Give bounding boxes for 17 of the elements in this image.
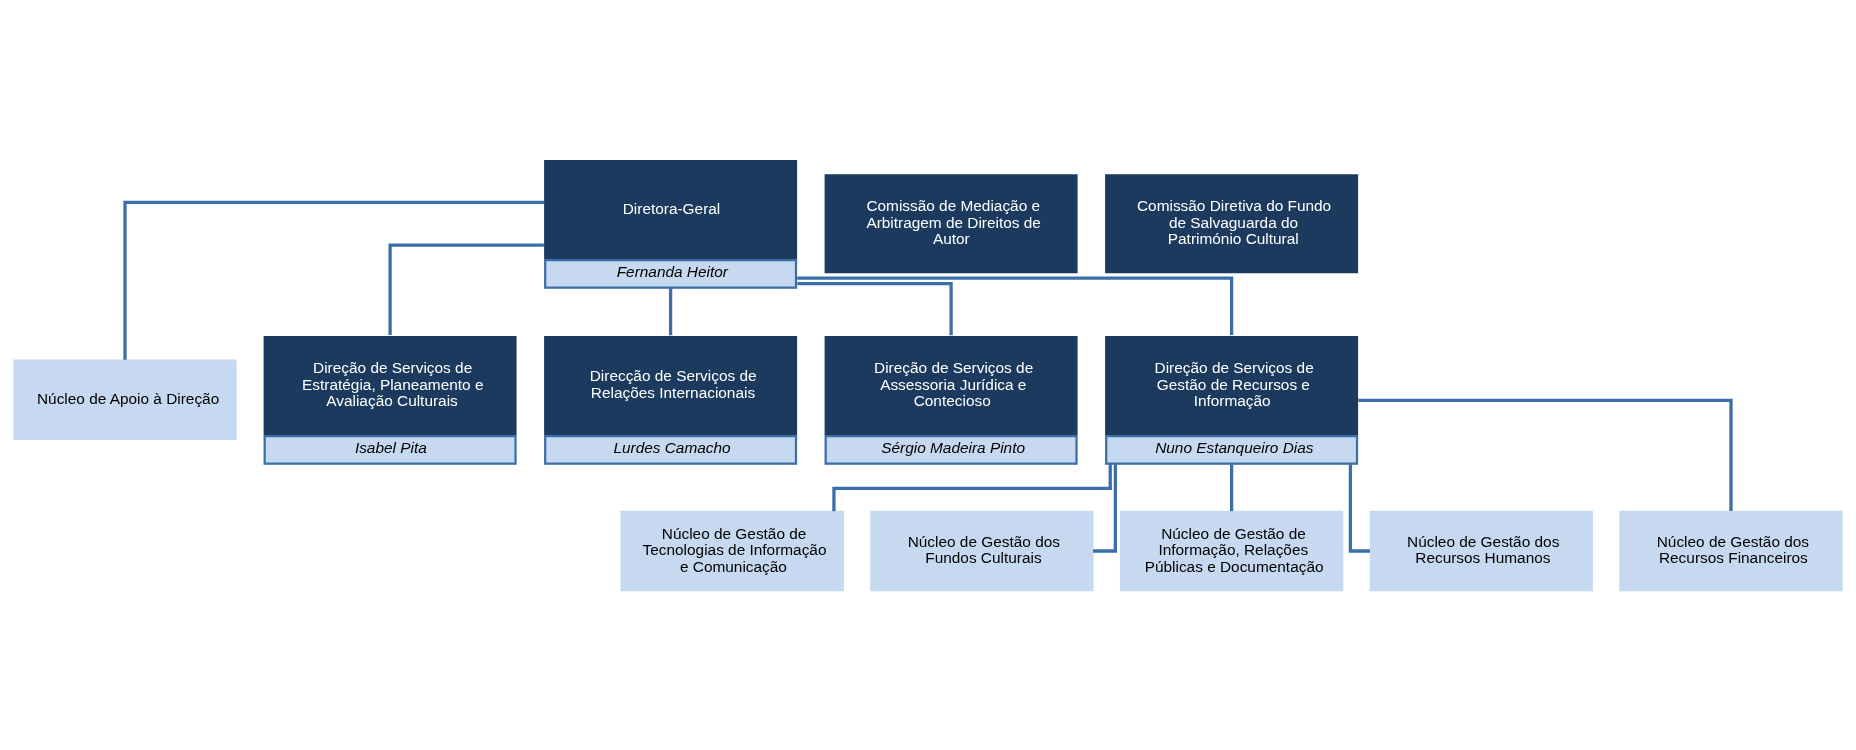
node-box: Núcleo de Apoio à Direção bbox=[13, 359, 237, 440]
node-box: Núcleo de Gestão de Tecnologias de Informação e Comunicação bbox=[620, 510, 844, 592]
connector bbox=[797, 276, 1234, 336]
node-box: Núcleo de Gestão dos Fundos Culturais bbox=[870, 510, 1094, 592]
connector bbox=[1229, 464, 1234, 512]
node-box: Comissão Diretiva do Fundo de Salvaguarda do Património Cultural bbox=[1105, 174, 1359, 274]
node-box: Núcleo de Gestão dos Recursos Financeiros bbox=[1619, 510, 1843, 592]
node-box: Comissão de Mediação e Arbitragem de Direitos de Autor bbox=[824, 174, 1078, 274]
connector bbox=[1348, 464, 1370, 553]
node-box: Núcleo de Gestão dos Recursos Humanos bbox=[1369, 510, 1593, 592]
connector bbox=[388, 243, 544, 336]
node-box: Núcleo de Gestão de Informação, Relações Públicas e Documentação bbox=[1119, 510, 1344, 592]
connector bbox=[668, 288, 673, 336]
connector bbox=[1358, 398, 1733, 511]
connector bbox=[123, 200, 545, 360]
connector bbox=[797, 282, 953, 336]
connector bbox=[1093, 464, 1117, 553]
